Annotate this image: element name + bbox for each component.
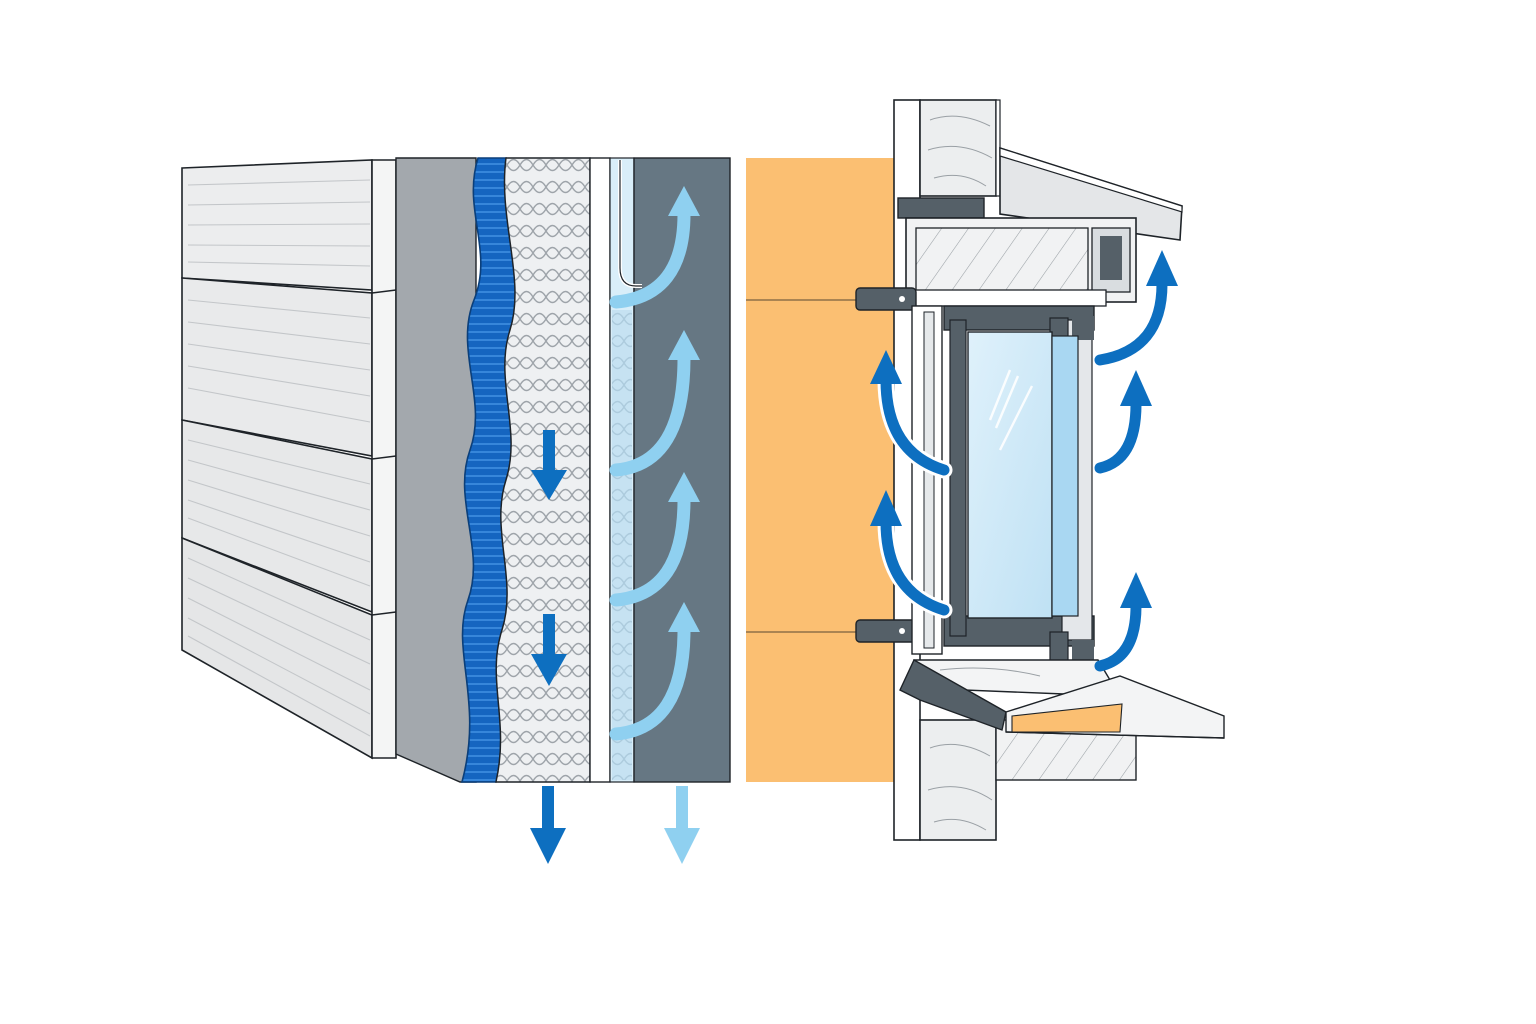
curved-up-arrow-icon — [609, 330, 700, 477]
window-sill — [899, 659, 1225, 739]
anchor-brackets — [855, 287, 917, 643]
down-arrow-icon — [530, 786, 566, 864]
window-glass — [967, 331, 1079, 619]
down-arrow-icon — [531, 430, 567, 500]
down-arrow-icon — [531, 614, 567, 686]
window-head — [897, 197, 1137, 307]
curved-up-arrow-icon — [870, 490, 953, 619]
siding-panels — [181, 159, 397, 760]
channel-ventilation-arrows — [609, 186, 700, 741]
gap-strip — [589, 157, 611, 783]
down-arrow-icon — [664, 786, 700, 864]
sheathing-layer — [395, 157, 477, 783]
window-ventilation-arrows — [870, 250, 1178, 672]
drainage-arrows — [530, 430, 700, 864]
curved-up-arrow-icon — [1094, 370, 1152, 474]
curved-up-arrow-icon — [1094, 250, 1178, 366]
curved-up-arrow-icon — [609, 602, 700, 741]
roof-overhang — [999, 146, 1183, 241]
curved-up-arrow-icon — [609, 186, 700, 309]
foam-board-layer — [746, 158, 918, 782]
curved-up-arrow-icon — [870, 350, 953, 479]
curved-up-arrow-icon — [609, 472, 700, 607]
curved-up-arrow-icon — [1094, 572, 1152, 672]
